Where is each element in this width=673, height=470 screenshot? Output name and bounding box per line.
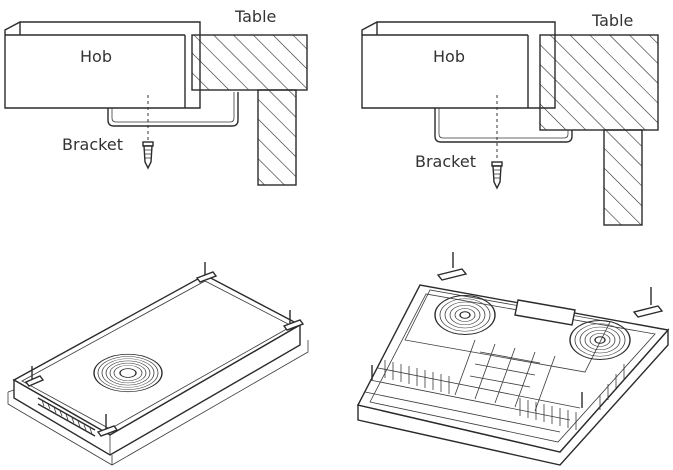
table-label: Table: [591, 11, 633, 30]
bracket-label: Bracket: [415, 152, 476, 171]
rib-grid: [364, 339, 581, 433]
table-top: [191, 34, 308, 91]
table-leg: [603, 129, 643, 226]
clip-top: [195, 262, 218, 283]
panel-top-right: Hob Table Bracket: [361, 11, 659, 226]
panel-bottom-left: [7, 262, 309, 466]
table-top: [539, 34, 659, 131]
bracket-label: Bracket: [62, 135, 123, 154]
fan-left-icon: [434, 295, 496, 335]
vent-strip: [37, 397, 96, 437]
bracket: [434, 108, 573, 143]
screw-icon: [491, 161, 503, 190]
table-label: Table: [234, 7, 276, 26]
fan-right-icon: [569, 320, 631, 360]
hob-label: Hob: [80, 47, 112, 66]
panel-bottom-right: [356, 252, 670, 466]
clip-left: [24, 366, 45, 387]
table-leg: [257, 89, 297, 186]
bracket: [107, 92, 239, 127]
panel-top-left: Hob Table Bracket: [4, 7, 308, 186]
clip-top-right: [632, 287, 664, 318]
hob-label: Hob: [433, 47, 465, 66]
heatsink-fins: [384, 360, 625, 430]
clip-top-left: [436, 252, 468, 281]
screw-icon: [142, 141, 154, 170]
burner-coil-icon: [93, 353, 163, 393]
clip-bottom: [96, 414, 119, 437]
clip-right: [282, 310, 305, 331]
hob-underside: [356, 284, 670, 453]
control-box: [514, 299, 576, 326]
